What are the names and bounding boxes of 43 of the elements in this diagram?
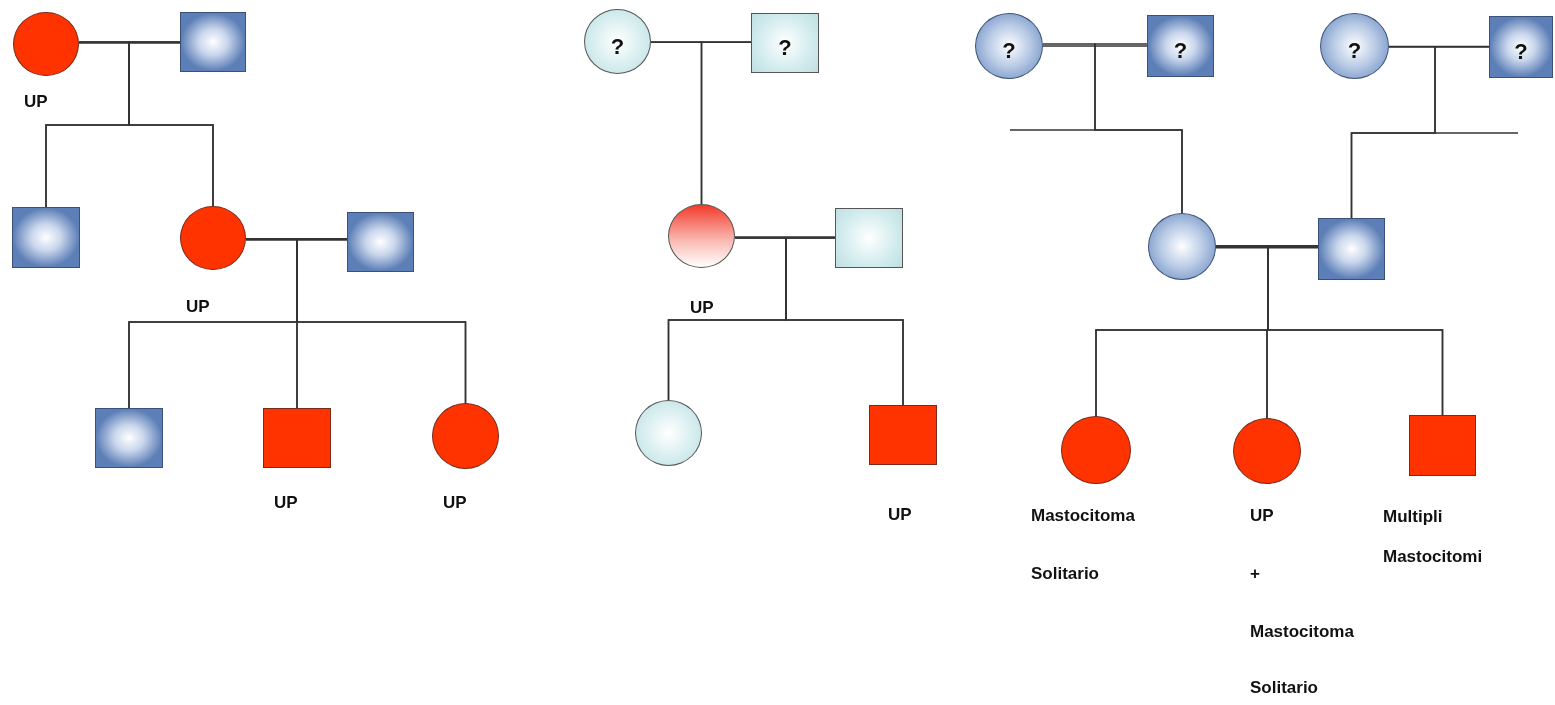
phenotype-label: UP <box>690 298 714 318</box>
male-symbol <box>1489 16 1553 78</box>
unknown-mark: ? <box>1347 40 1362 62</box>
unknown-mark: ? <box>1002 40 1016 62</box>
male-symbol <box>751 13 819 73</box>
male-symbol <box>347 212 414 272</box>
phenotype-label: + <box>1250 564 1260 584</box>
phenotype-label: UP <box>1250 506 1274 526</box>
phenotype-label: UP <box>186 297 210 317</box>
male-symbol <box>1318 218 1385 280</box>
male-symbol <box>1409 415 1476 476</box>
pedigree-line <box>734 236 836 238</box>
male-symbol <box>835 208 903 268</box>
male-symbol <box>263 408 331 468</box>
phenotype-label: Mastocitoma <box>1031 506 1135 526</box>
pedigree-line <box>1042 45 1148 47</box>
phenotype-label: Multipli Mastocitomi <box>1383 506 1484 568</box>
phenotype-label: UP <box>443 493 467 513</box>
pedigree-line <box>1350 46 1490 219</box>
pedigree-line <box>78 42 181 44</box>
unknown-mark: ? <box>778 37 792 59</box>
pedigree-line <box>1094 43 1183 214</box>
pedigree-line <box>128 41 214 207</box>
phenotype-label: Mastocitoma <box>1250 622 1354 642</box>
phenotype-label: UP <box>24 92 48 112</box>
phenotype-label: Solitario <box>1250 678 1318 698</box>
pedigree-line <box>785 237 904 406</box>
phenotype-label: Solitario <box>1031 564 1099 584</box>
phenotype-label: UP <box>888 505 912 525</box>
male-symbol <box>180 12 246 72</box>
unknown-mark: ? <box>1173 40 1188 62</box>
male-symbol <box>1147 15 1214 77</box>
phenotype-label: UP <box>274 493 298 513</box>
male-symbol <box>95 408 163 468</box>
male-symbol <box>12 207 80 268</box>
pedigree-line <box>1267 245 1444 416</box>
pedigree-line <box>296 238 467 404</box>
unknown-mark: ? <box>1514 41 1528 63</box>
pedigree-line <box>245 239 348 241</box>
pedigree-line <box>1215 247 1319 249</box>
pedigree-line <box>700 41 752 205</box>
unknown-mark: ? <box>610 35 625 58</box>
male-symbol <box>869 405 937 465</box>
